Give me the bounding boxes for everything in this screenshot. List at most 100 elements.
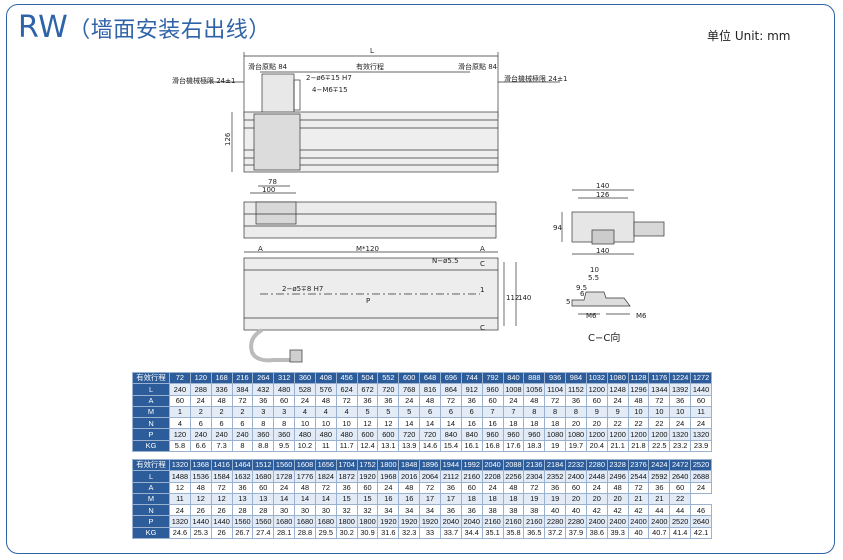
- table-cell: 12: [377, 417, 400, 430]
- table-cell: 2400: [648, 515, 671, 528]
- table-cell: 1800: [356, 515, 379, 528]
- table-cell: 120: [169, 428, 191, 441]
- label-origin-right: 滑台原點 84: [458, 62, 498, 71]
- table-cell: 2136: [523, 458, 546, 472]
- table-cell: 1680: [273, 515, 296, 528]
- table-cell: 2160: [502, 515, 525, 528]
- table-cell: 360: [273, 428, 296, 441]
- table-cell: 1776: [294, 470, 316, 483]
- table-cell: 36: [565, 394, 587, 407]
- row-label: M: [132, 492, 170, 506]
- table-cell: 8: [523, 405, 546, 419]
- table-cell: 22.5: [648, 439, 671, 453]
- table-cell: 2400: [585, 515, 608, 528]
- table-cell: 1320: [669, 428, 692, 441]
- table-cell: 27.4: [252, 526, 275, 540]
- table-cell: 960: [481, 383, 504, 396]
- table-cell: 38: [481, 504, 504, 517]
- table-cell: 36: [460, 504, 483, 517]
- table-cell: 1104: [544, 383, 567, 396]
- table-cell: 14: [398, 417, 421, 430]
- table-cell: 2280: [544, 515, 567, 528]
- table-cell: 26: [189, 504, 212, 517]
- table-cell: 1704: [335, 458, 358, 472]
- table-cell: 6: [419, 405, 441, 419]
- table-cell: 10: [627, 405, 650, 419]
- cable: [249, 328, 300, 363]
- table-cell: 1896: [419, 458, 441, 472]
- label-end-94: 94: [553, 224, 562, 232]
- row-label: M: [132, 405, 170, 419]
- table-cell: 1344: [648, 383, 671, 396]
- table-cell: 12.4: [356, 439, 379, 453]
- label-sec-6: 6: [580, 290, 585, 298]
- table-cell: 32.3: [398, 526, 421, 540]
- table-cell: 1080: [565, 428, 587, 441]
- table-cell: 6: [189, 417, 212, 430]
- table-cell: 24: [669, 417, 692, 430]
- table-cell: 6.6: [189, 439, 212, 453]
- table-cell: 1200: [585, 383, 608, 396]
- table-cell: 24: [690, 417, 712, 430]
- table-cell: 17: [419, 492, 441, 506]
- table-cell: 2520: [669, 515, 692, 528]
- table-cell: 5: [377, 405, 400, 419]
- table-cell: 72: [335, 394, 358, 407]
- table-cell: 1128: [627, 371, 650, 385]
- table-cell: 1680: [294, 515, 316, 528]
- table-cell: 24: [481, 481, 504, 494]
- table-cell: 48: [210, 394, 233, 407]
- row-label: 有效行程: [132, 458, 170, 472]
- label-C-top: C: [480, 260, 485, 268]
- table-cell: 34.4: [460, 526, 483, 540]
- table-cell: 1800: [377, 458, 400, 472]
- table-cell: 15.4: [439, 439, 462, 453]
- label-112: 112: [506, 294, 519, 302]
- table-cell: 2232: [565, 458, 587, 472]
- table-cell: 1680: [252, 470, 275, 483]
- label-end-126: 126: [596, 191, 610, 199]
- table-cell: 4: [314, 405, 337, 419]
- table-cell: 1608: [294, 458, 316, 472]
- label-140: 140: [518, 294, 531, 302]
- table-cell: 60: [169, 394, 191, 407]
- table-cell: 34: [419, 504, 441, 517]
- table-cell: 24: [398, 394, 421, 407]
- table-cell: 18: [544, 417, 567, 430]
- table-cell: 312: [273, 371, 296, 385]
- label-sec-9-5: 9.5: [576, 284, 587, 292]
- table-cell: 72: [627, 481, 650, 494]
- table-cell: 28.8: [294, 526, 316, 540]
- model-code: RW: [18, 10, 69, 45]
- page-title: RW（墙面安装右出线）: [18, 10, 271, 45]
- label-N-hole: N−ø5.5: [432, 257, 459, 265]
- table-cell: 18: [502, 417, 525, 430]
- table-cell: 28: [252, 504, 275, 517]
- table-cell: 552: [377, 371, 400, 385]
- table-cell: 2: [231, 405, 254, 419]
- table-cell: 864: [439, 383, 462, 396]
- table-cell: 32: [356, 504, 379, 517]
- table-cell: 19: [523, 492, 546, 506]
- row-label: P: [132, 428, 170, 441]
- table-cell: 60: [356, 481, 379, 494]
- table-cell: 72: [231, 394, 254, 407]
- table-cell: 36: [252, 394, 275, 407]
- table-cell: 1872: [335, 470, 358, 483]
- table-cell: 720: [398, 428, 421, 441]
- table-cell: 36: [460, 394, 483, 407]
- table-cell: 816: [419, 383, 441, 396]
- table-cell: 840: [460, 428, 483, 441]
- table-cell: 19.7: [565, 439, 587, 453]
- table-cell: 18: [460, 492, 483, 506]
- table-cell: 5: [356, 405, 379, 419]
- table-cell: 1176: [648, 371, 671, 385]
- table-cell: 1920: [419, 515, 441, 528]
- table-cell: 240: [231, 428, 254, 441]
- row-label: 有效行程: [132, 371, 170, 385]
